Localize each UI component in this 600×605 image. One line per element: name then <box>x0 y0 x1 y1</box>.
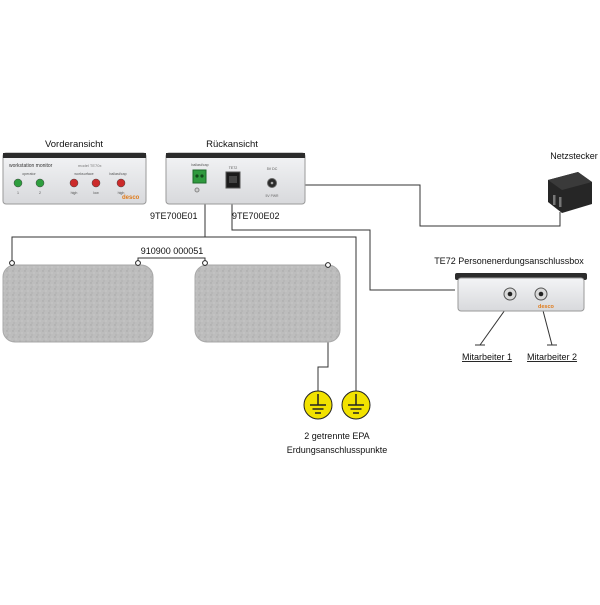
front-leds: 1 2 high low high <box>13 178 126 195</box>
label-rear-view: Rückansicht <box>206 139 258 150</box>
box-brand: desco <box>538 304 555 310</box>
label-epa-line1: 2 getrennte EPA <box>304 431 369 441</box>
status-led <box>13 178 23 188</box>
green-terminal-icon <box>192 169 207 184</box>
label-cable-left: 9TE700E01 <box>150 211 198 221</box>
led-label: 2 <box>39 191 41 195</box>
rear-port3-sub: 5V PWR <box>266 194 280 198</box>
label-cable-right: 9TE700E02 <box>232 211 280 221</box>
status-led <box>69 178 79 188</box>
front-group-right: ballast/cap <box>109 172 126 176</box>
te72-box: desco <box>455 273 587 312</box>
mat-left <box>2 264 154 343</box>
cable-910900 <box>137 257 206 262</box>
cable-epa-2 <box>205 236 357 392</box>
ground-symbol-icon <box>303 390 333 420</box>
status-led <box>116 178 126 188</box>
label-te72-box: TE72 Personenerdungsanschlussbox <box>434 256 584 266</box>
rear-unit: ballast/cap TE72 5V DC 5V PWR <box>165 152 306 205</box>
rear-port2-label: TE72 <box>229 166 238 170</box>
led-label: low <box>93 191 99 195</box>
front-title: workstation monitor <box>9 163 53 169</box>
mat-snaps <box>9 260 331 268</box>
label-power-plug: Netzstecker <box>550 151 598 161</box>
label-epa-line2: Erdungsanschlusspunkte <box>287 445 388 455</box>
cable-9te700e02 <box>231 195 455 291</box>
front-unit: workstation monitor model TE70x operator… <box>2 152 147 205</box>
mat-right <box>194 264 341 343</box>
power-plug-icon <box>548 172 592 213</box>
label-worker1: Mitarbeiter 1 <box>462 352 512 362</box>
front-model: model TE70x <box>78 163 102 168</box>
label-worker2: Mitarbeiter 2 <box>527 352 577 362</box>
rear-port3-label: 5V DC <box>267 167 278 171</box>
led-label: high <box>71 191 78 195</box>
status-led <box>91 178 101 188</box>
front-group-left: operator <box>22 172 36 176</box>
rear-port1-label: ballast/cap <box>191 163 208 167</box>
ground-symbol-icon <box>341 390 371 420</box>
front-brand: desco <box>122 195 140 201</box>
status-led <box>35 178 45 188</box>
label-front-view: Vorderansicht <box>45 139 103 150</box>
cable-9te700e01 <box>11 198 206 262</box>
front-group-mid: worksurface <box>74 172 93 176</box>
led-label: high <box>118 191 125 195</box>
led-label: 1 <box>17 191 19 195</box>
label-mat-cable: 910900 000051 <box>141 246 204 256</box>
power-cable <box>272 184 561 227</box>
